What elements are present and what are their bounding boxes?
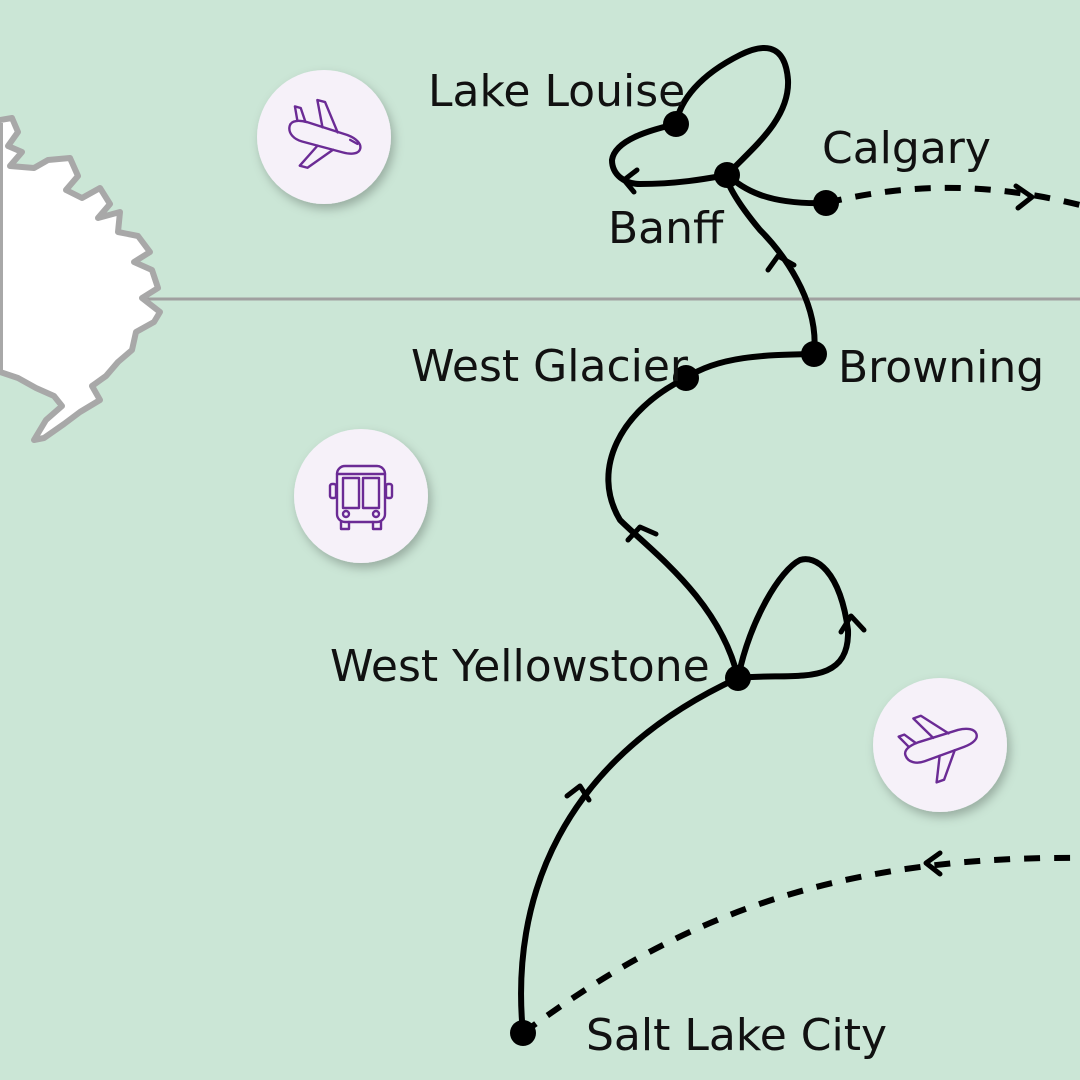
route-arrow	[564, 783, 592, 803]
label-lake-louise: Lake Louise	[428, 66, 685, 117]
airplane-icon	[288, 98, 362, 169]
route-arrow	[625, 524, 659, 543]
bus-icon	[328, 464, 394, 531]
flight-path-calgary	[825, 184, 1080, 208]
city-marker-lake-louise	[663, 111, 689, 137]
city-marker-salt-lake-city	[510, 1020, 536, 1046]
airplane-icon	[897, 714, 978, 784]
label-calgary: Calgary	[822, 123, 991, 174]
airplane-badge-south	[873, 678, 1007, 812]
label-salt-lake-city: Salt Lake City	[586, 1010, 887, 1061]
city-marker-browning	[801, 341, 827, 367]
city-marker-calgary	[813, 190, 839, 216]
bus-badge	[294, 429, 428, 563]
flight-path-salt-lake	[521, 854, 1080, 1036]
label-west-glacier: West Glacier	[411, 341, 689, 392]
lake-shape	[0, 115, 163, 443]
city-marker-west-yellowstone	[725, 665, 751, 691]
label-west-yellowstone: West Yellowstone	[330, 641, 710, 692]
flight-arrow-salt-lake	[923, 850, 943, 877]
flight-arrow-calgary	[1013, 183, 1035, 211]
route-arrow	[621, 167, 640, 195]
label-browning: Browning	[838, 342, 1044, 393]
route-arrow	[765, 253, 797, 273]
city-marker-banff	[714, 162, 740, 188]
route-arrow	[838, 613, 867, 635]
airplane-badge-north	[257, 70, 391, 204]
label-banff: Banff	[608, 203, 725, 254]
city-marker-west-glacier	[673, 365, 699, 391]
